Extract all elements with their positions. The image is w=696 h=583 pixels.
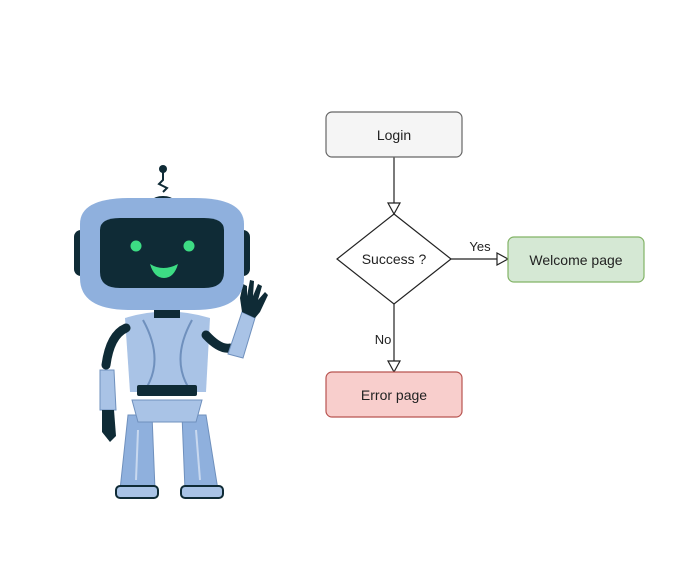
edge-label-yes: Yes [469, 239, 491, 254]
robot-head [74, 198, 250, 310]
node-success-decision[interactable]: Success ? [336, 213, 452, 305]
node-error-page[interactable]: Error page [325, 371, 463, 418]
node-welcome-box [507, 236, 645, 283]
left-arm [99, 323, 131, 442]
node-login[interactable]: Login [325, 111, 463, 158]
arrowhead-right-icon [496, 251, 510, 267]
edge-success-to-welcome: Yes [451, 239, 510, 267]
legs [115, 414, 224, 499]
node-login-label: Login [377, 127, 411, 143]
pelvis [131, 399, 203, 423]
right-arm [201, 280, 268, 359]
waving-robot-icon [74, 165, 268, 499]
edge-login-to-success [386, 157, 402, 216]
edge-label-no: No [375, 332, 392, 347]
node-welcome-label: Welcome page [529, 252, 622, 268]
arrowhead-down-icon [386, 202, 402, 216]
node-success-diamond [336, 213, 452, 305]
arrowhead-down-icon [386, 360, 402, 374]
edge-success-to-error: No [375, 304, 402, 374]
node-error-box [325, 371, 463, 418]
torso [125, 311, 210, 396]
node-welcome-page[interactable]: Welcome page [507, 236, 645, 283]
node-error-label: Error page [361, 387, 427, 403]
node-login-box [325, 111, 463, 158]
node-success-label: Success ? [362, 251, 427, 267]
